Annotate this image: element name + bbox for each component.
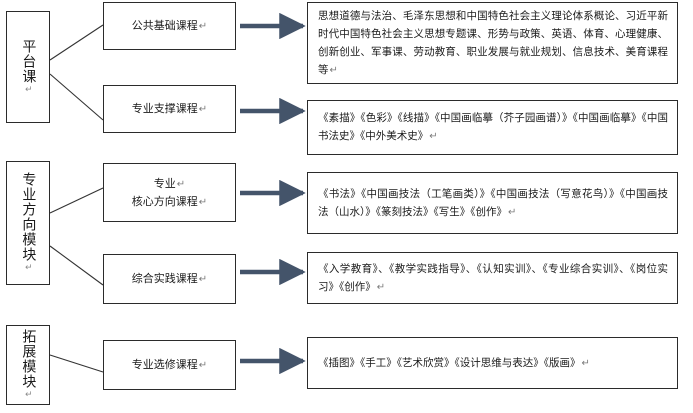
course-list-text: 《插图》《手工》《艺术欣赏》《设计思维与表达》《版画》↵ — [318, 354, 668, 372]
category-box-major-support[interactable]: 专业支撑课程↵ — [103, 85, 236, 133]
paragraph-mark: ↵ — [23, 84, 34, 96]
course-list-content: 思想道德与法治、毛泽东思想和中国特色社会主义理论体系概论、习近平新时代中国特色社… — [318, 9, 668, 76]
paragraph-mark: ↵ — [581, 357, 590, 369]
category-line-text: 专业支撑课程 — [131, 102, 198, 116]
paragraph-mark: ↵ — [198, 274, 208, 286]
paragraph-mark: ↵ — [198, 21, 208, 33]
course-list-content: 《插图》《手工》《艺术欣赏》《设计思维与表达》《版画》 — [318, 356, 581, 369]
course-list-major-core[interactable]: 《书法》《中国画技法（工笔画类）》《中国画技法（写意花鸟）》《中国画技法（山水）… — [307, 172, 678, 234]
course-list-text: 《入学教育》、《教学实践指导》、《认知实训》、《专业综合实训》、《岗位实习》《创… — [318, 260, 668, 296]
connector-expansion-elective — [49, 354, 104, 373]
category-line-text: 核心方向课程 — [131, 194, 198, 208]
course-list-comprehensive-practice[interactable]: 《入学教育》、《教学实践指导》、《认知实训》、《专业综合实训》、《岗位实习》《创… — [307, 252, 678, 304]
course-list-public-basic[interactable]: 思想道德与法治、毛泽东思想和中国特色社会主义理论体系概论、习近平新时代中国特色社… — [307, 2, 678, 84]
paragraph-mark: ↵ — [329, 64, 338, 76]
module-box-platform[interactable]: 平台课↵ — [6, 11, 50, 123]
category-box-public-basic[interactable]: 公共基础课程↵ — [103, 2, 236, 50]
connector-direction-practice — [49, 245, 104, 286]
category-label-comprehensive-practice: 综合实践课程↵ — [132, 270, 207, 288]
category-line-text: 专业 — [153, 177, 176, 190]
course-list-text: 《书法》《中国画技法（工笔画类）》《中国画技法（写意花鸟）》《中国画技法（山水）… — [318, 185, 668, 221]
module-label-major-direction: 专业方向模块 — [20, 172, 37, 262]
module-box-expansion[interactable]: 拓展模块↵ — [6, 325, 50, 405]
category-label-public-basic: 公共基础课程↵ — [132, 17, 207, 35]
course-list-major-support[interactable]: 《素描》《色彩》《线描》《中国画临摹（芥子园画谱）》《中国画临摹》《中国书法史》… — [307, 100, 678, 155]
course-list-content: 《素描》《色彩》《线描》《中国画临摹（芥子园画谱）》《中国画临摹》《中国书法史》… — [318, 112, 668, 143]
module-label-platform: 平台课 — [20, 38, 37, 84]
paragraph-mark: ↵ — [198, 104, 208, 116]
category-box-comprehensive-practice[interactable]: 综合实践课程↵ — [103, 254, 236, 304]
course-list-text: 《素描》《色彩》《线描》《中国画临摹（芥子园画谱）》《中国画临摹》《中国书法史》… — [318, 109, 668, 145]
category-line-2: 核心方向课程↵ — [132, 193, 207, 211]
connector-platform-public-basic — [49, 24, 104, 61]
connector-platform-major-support — [49, 73, 104, 121]
category-box-major-elective[interactable]: 专业选修课程↵ — [103, 340, 236, 390]
paragraph-mark: ↵ — [176, 179, 186, 190]
course-list-content: 《书法》《中国画技法（工笔画类）》《中国画技法（写意花鸟）》《中国画技法（山水）… — [318, 187, 668, 218]
category-line-1: 专业↵ — [154, 175, 185, 193]
module-box-major-direction[interactable]: 专业方向模块↵ — [6, 161, 50, 285]
category-line-text: 公共基础课程 — [131, 19, 198, 33]
category-line-text: 专业选修课程 — [131, 358, 198, 372]
paragraph-mark: ↵ — [23, 263, 34, 274]
paragraph-mark: ↵ — [198, 360, 208, 372]
connector-direction-major-core — [49, 187, 104, 214]
category-label-major-support: 专业支撑课程↵ — [132, 100, 207, 118]
category-line-text: 综合实践课程 — [131, 272, 198, 286]
category-label-major-elective: 专业选修课程↵ — [132, 356, 207, 374]
course-list-content: 《入学教育》、《教学实践指导》、《认知实训》、《专业综合实训》、《岗位实习》《创… — [318, 262, 668, 293]
paragraph-mark: ↵ — [508, 206, 517, 218]
paragraph-mark: ↵ — [429, 131, 438, 143]
module-label-expansion: 拓展模块 — [20, 329, 37, 389]
paragraph-mark: ↵ — [23, 390, 34, 401]
category-box-major-core[interactable]: 专业↵ 核心方向课程↵ — [103, 163, 236, 222]
course-list-text: 思想道德与法治、毛泽东思想和中国特色社会主义理论体系概论、习近平新时代中国特色社… — [318, 7, 668, 79]
paragraph-mark: ↵ — [376, 281, 386, 293]
course-list-major-elective[interactable]: 《插图》《手工》《艺术欣赏》《设计思维与表达》《版画》↵ — [307, 337, 678, 389]
paragraph-mark: ↵ — [198, 196, 208, 208]
